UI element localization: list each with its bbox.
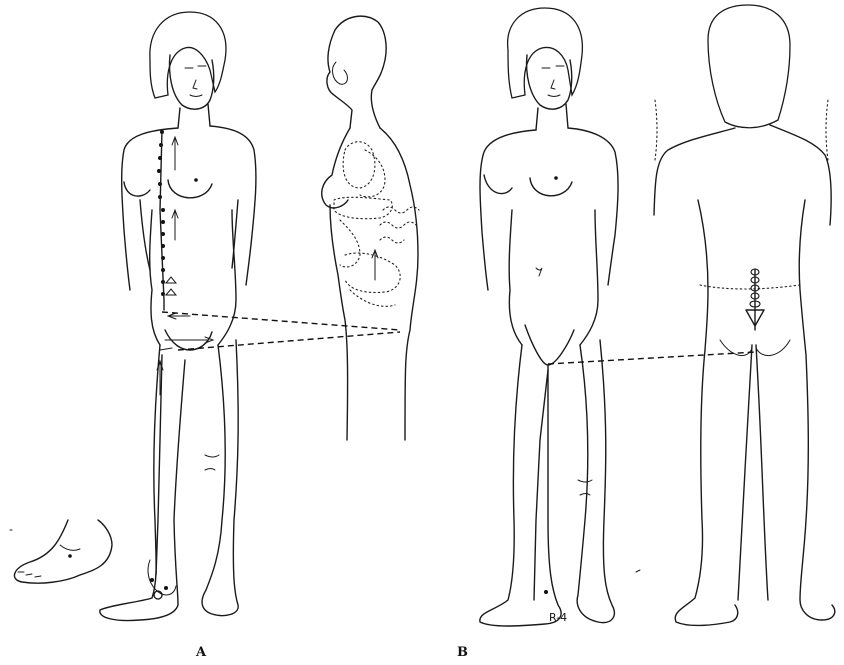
acupoint-label: R-4 — [549, 611, 567, 624]
figure-b-front — [480, 8, 618, 626]
figure-a-side — [322, 16, 419, 440]
panel-label-a: A — [196, 645, 206, 660]
figure-b-back — [654, 5, 835, 625]
foot-detail — [14, 520, 112, 583]
sacral-points — [746, 269, 764, 330]
panel-label-b: B — [457, 645, 468, 660]
figure-a-front — [100, 12, 256, 621]
connector-lines — [162, 312, 756, 364]
